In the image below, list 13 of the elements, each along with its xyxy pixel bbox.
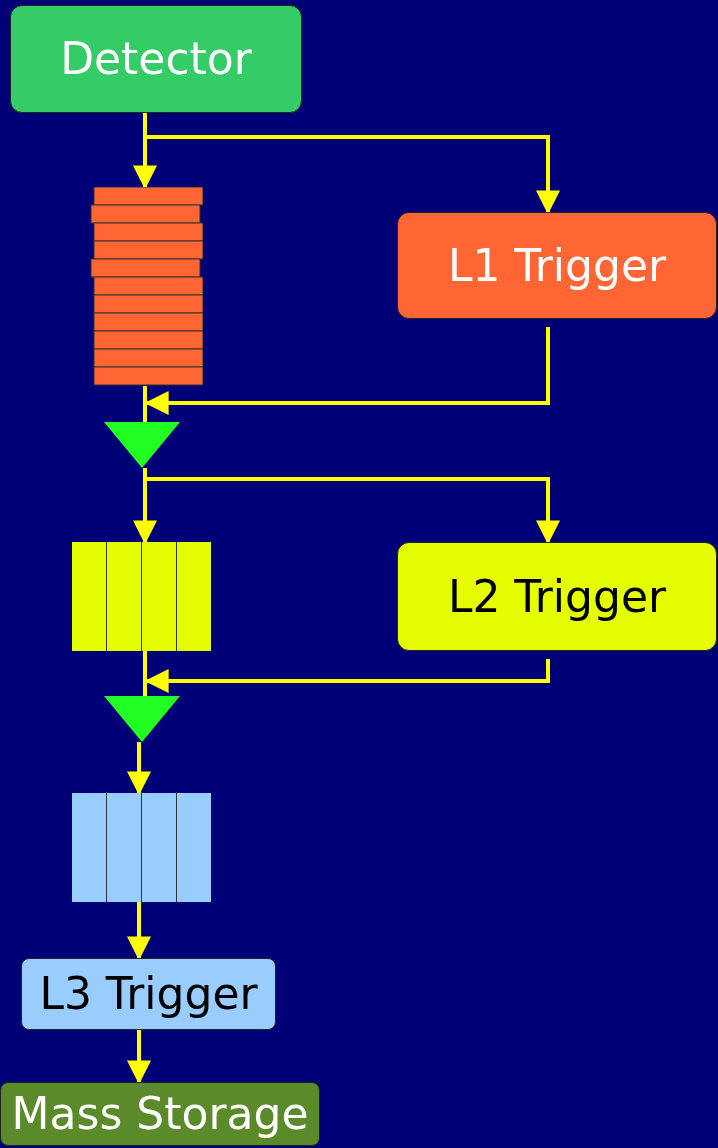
trigger-box: L2 Trigger	[397, 542, 717, 651]
trigger-box: L3 Trigger	[21, 958, 276, 1030]
connector-arrow	[127, 742, 151, 796]
pipeline-buffer	[90, 187, 203, 386]
connector-arrow	[144, 327, 550, 415]
connector-arrow	[144, 659, 550, 693]
storage-box: Mass Storage	[0, 1082, 320, 1146]
trigger-box: L1 Trigger	[397, 212, 717, 319]
buffer-box	[72, 793, 211, 902]
multiplexer-triangle	[104, 696, 180, 742]
detector-box: Detector	[10, 5, 302, 113]
multiplexer-triangle	[104, 422, 180, 468]
buffer-box	[72, 542, 211, 651]
